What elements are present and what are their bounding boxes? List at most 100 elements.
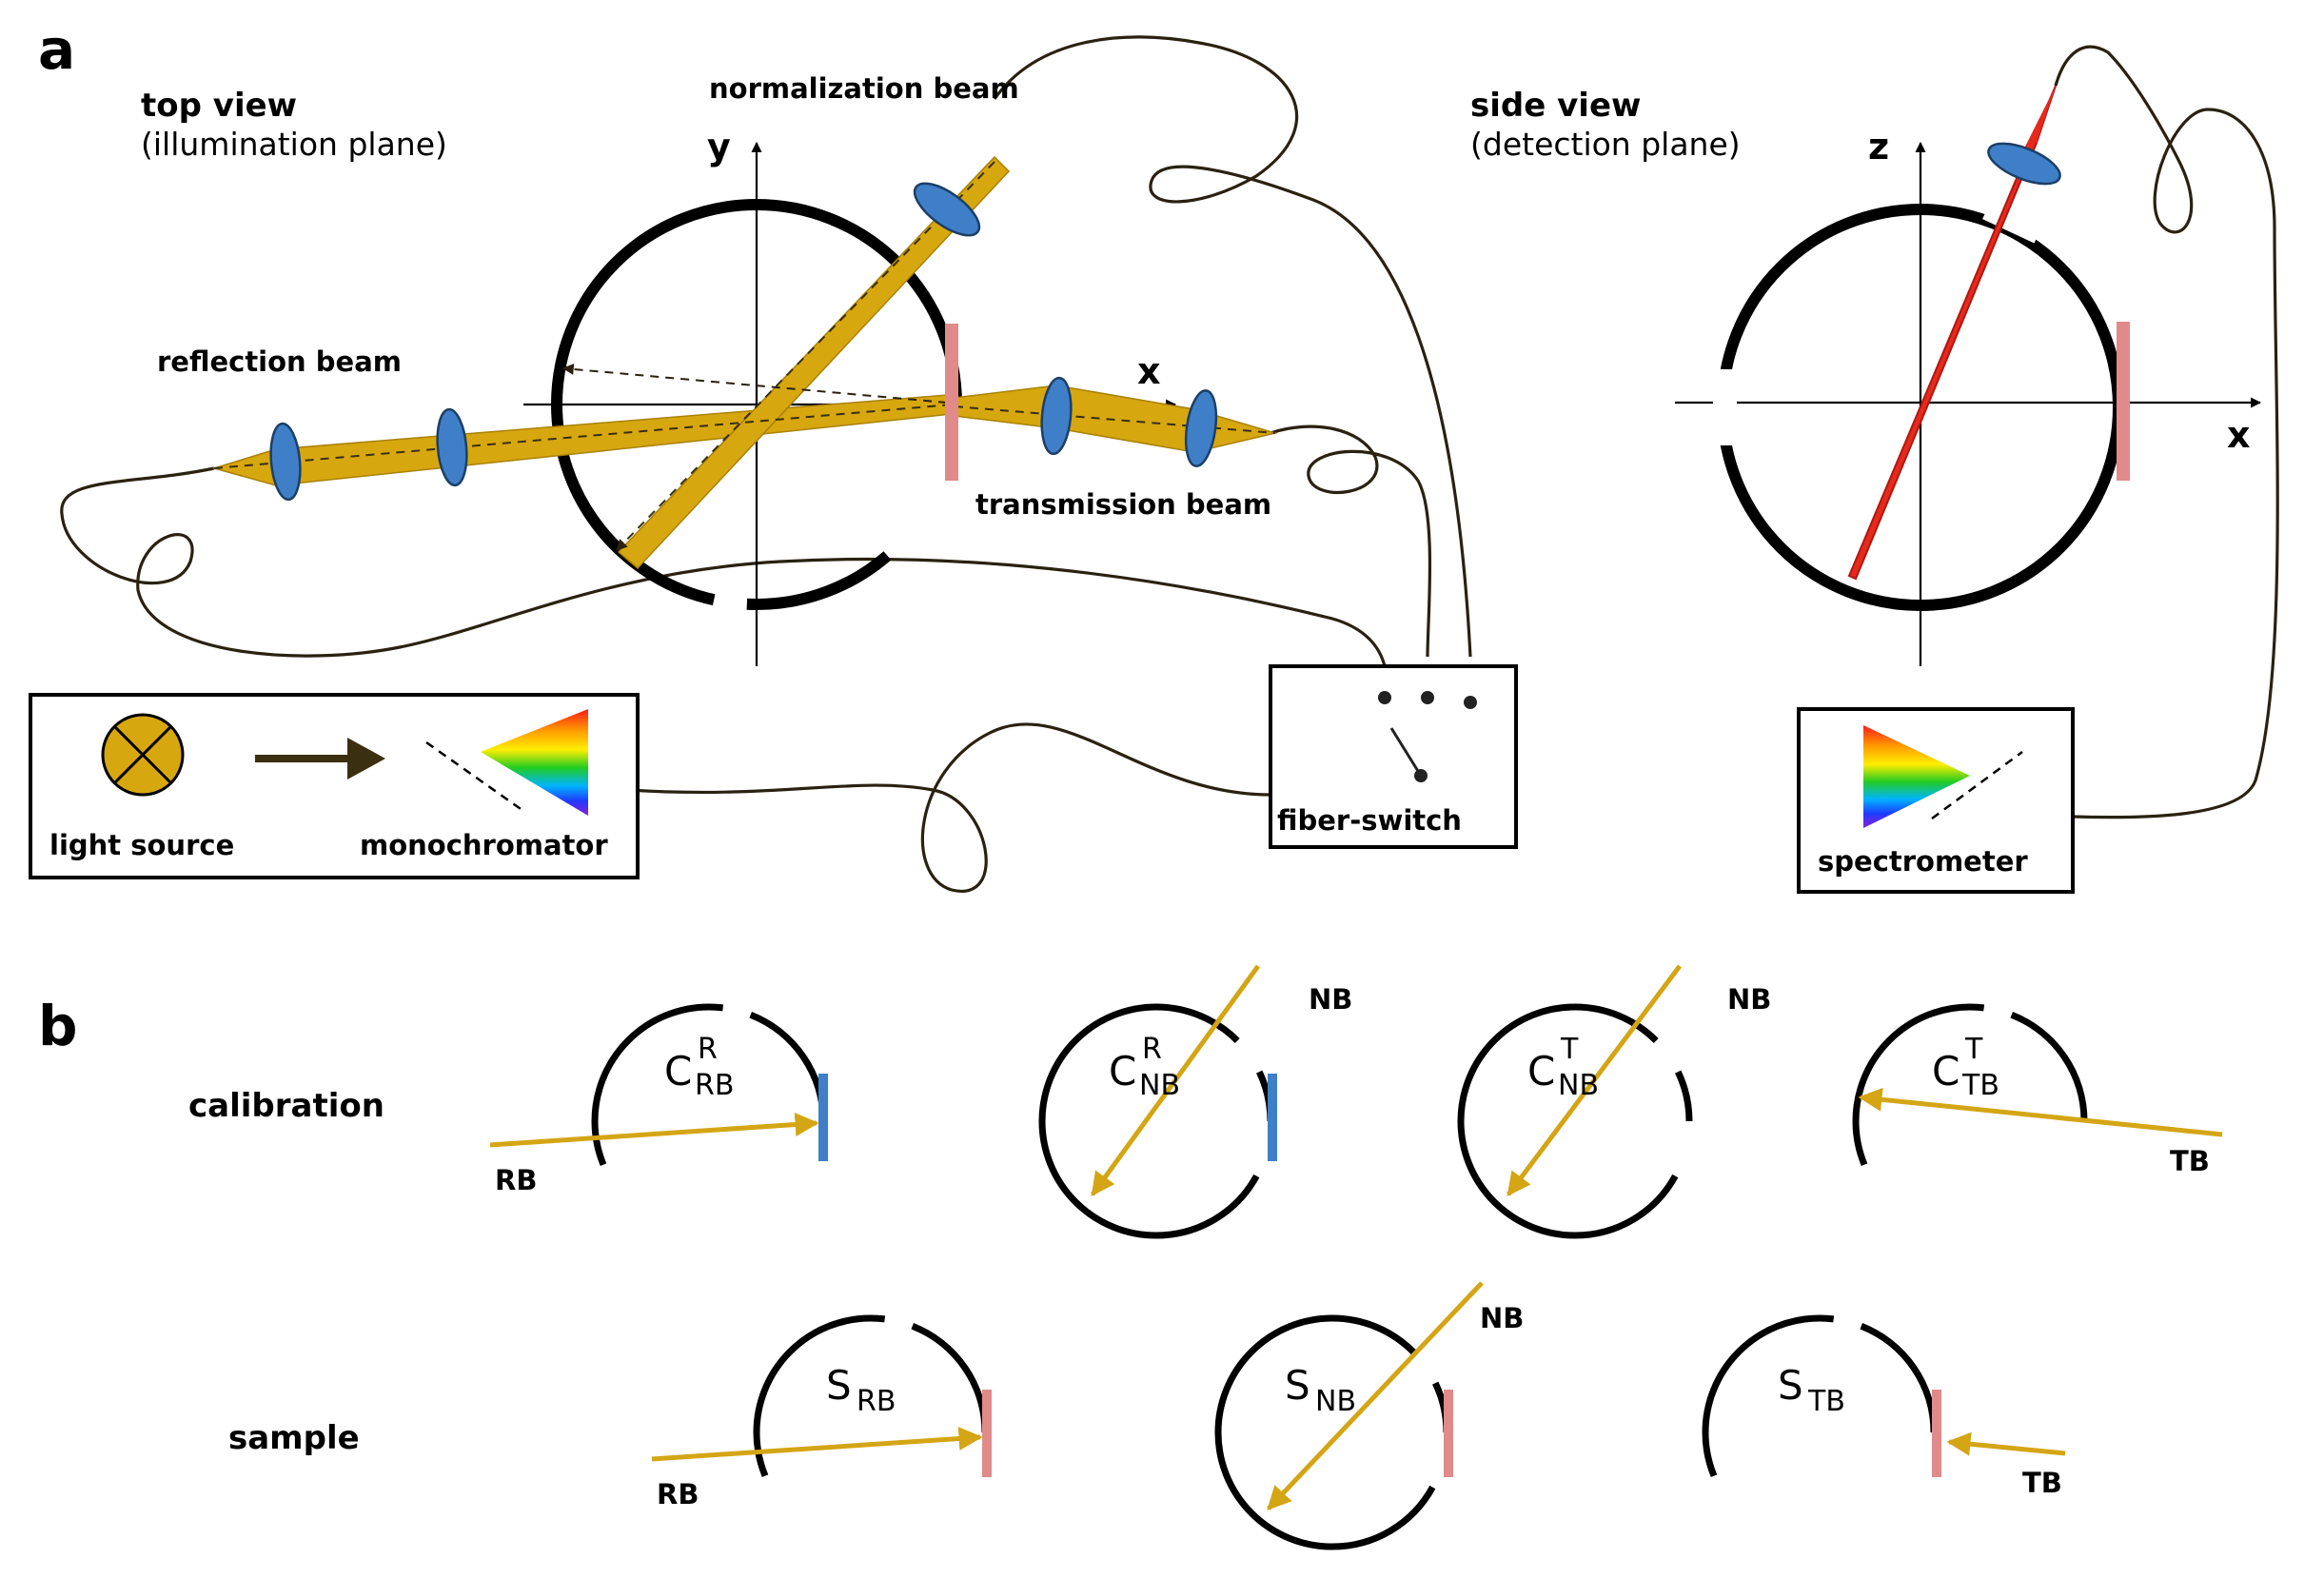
reflection-beam-axis (213, 404, 953, 469)
specular-reflection-axis (561, 363, 948, 404)
symbol-sub: NB (1315, 1385, 1356, 1418)
symbol-sup: R (1142, 1033, 1162, 1066)
source-fiber (627, 722, 1271, 893)
calibration-nb-t: C T NB NB (1457, 964, 1771, 1239)
reference-port (818, 1074, 828, 1161)
symbol-sub: NB (1558, 1069, 1599, 1102)
side-view: side view (detection plane) z x spectrom… (1470, 45, 2279, 894)
beam-label: TB (2022, 1467, 2062, 1499)
sample-port-side (2117, 322, 2130, 481)
y-axis-label: y (707, 126, 731, 168)
calibration-label: calibration (188, 1087, 384, 1125)
beam-label: NB (1480, 1302, 1524, 1334)
light-source-label: light source (49, 829, 234, 861)
normalization-fiber (993, 35, 1472, 658)
panel-b: b calibration sample C R RB RB C R NB NB (38, 964, 2223, 1550)
symbol-base: C (1527, 1048, 1555, 1095)
reflection-beam-label: reflection beam (157, 345, 402, 378)
calibration-rb: C R RB RB (489, 1003, 828, 1239)
sample-port-top (945, 324, 958, 481)
panel-b-letter: b (38, 994, 78, 1058)
symbol-base: S (826, 1362, 852, 1409)
lens-icon (269, 422, 302, 502)
side-view-subtitle: (detection plane) (1470, 126, 1741, 163)
spectrometer-label: spectrometer (1818, 845, 2028, 878)
sphere-icon (1702, 1314, 1938, 1550)
sphere-icon (1214, 1314, 1450, 1550)
sample-port (1932, 1390, 1941, 1477)
panel-a: a top view (illumination plane) y x (29, 17, 1518, 893)
beam-label: RB (657, 1478, 699, 1510)
arrow-icon (1507, 964, 1682, 1196)
monochromator-label: monochromator (360, 829, 608, 861)
symbol-base: C (1932, 1048, 1960, 1095)
normalization-beam (617, 155, 1011, 570)
fibers-top (60, 35, 1472, 893)
arrow-icon (489, 1113, 819, 1148)
lens-icon (436, 407, 468, 487)
sample-port (982, 1390, 992, 1477)
lens-icon (1184, 389, 1218, 467)
arrow-icon (1946, 1431, 2066, 1456)
beam-label: TB (2170, 1145, 2210, 1177)
arrow-icon (255, 738, 385, 780)
calibration-nb-r: C R NB NB (1038, 964, 1352, 1239)
reflection-fiber (60, 466, 1387, 667)
symbol-sup: R (698, 1033, 718, 1066)
lens-icon (1040, 376, 1073, 456)
spectrometer-prism-icon (1863, 725, 2023, 828)
lens-icon (1987, 142, 2061, 186)
detection-beam-tip (2018, 86, 2056, 162)
calibration-tb: C T TB TB (1852, 1003, 2223, 1239)
sample-port (1444, 1390, 1453, 1477)
symbol-sub: RB (695, 1069, 734, 1102)
switch-icon (1378, 691, 1477, 782)
arrow-icon (1858, 1087, 2223, 1137)
symbol-base: C (664, 1048, 692, 1095)
lens-icon (913, 182, 981, 237)
symbol-sup: T (1964, 1033, 1983, 1066)
sample-nb: S NB NB (1214, 1281, 1524, 1550)
arrow-icon (1090, 964, 1261, 1197)
fiber-switch-label: fiber-switch (1277, 804, 1462, 837)
top-view-title: top view (141, 87, 297, 125)
symbol-sub: TB (1807, 1385, 1845, 1418)
symbol-sub: RB (857, 1385, 896, 1418)
beam-label: RB (495, 1164, 537, 1196)
detection-beam (1847, 85, 2057, 581)
beam-label: NB (1727, 983, 1771, 1016)
symbol-base: S (1778, 1362, 1803, 1409)
transmission-fiber (1270, 424, 1432, 658)
sample-rb: S RB RB (651, 1314, 992, 1550)
symbol-base: S (1285, 1362, 1310, 1409)
arrow-icon (1267, 1281, 1484, 1510)
light-source-icon (101, 713, 185, 797)
side-port-gap (1713, 369, 1737, 445)
top-view-subtitle: (illumination plane) (141, 126, 447, 163)
transmission-beam-label: transmission beam (975, 488, 1271, 521)
symbol-sup: T (1560, 1033, 1579, 1066)
detector-port-gap (1982, 180, 2053, 244)
panel-a-letter: a (38, 17, 75, 82)
symbol-sub: TB (1961, 1069, 1999, 1102)
monochromator-prism-icon (425, 709, 588, 816)
z-axis-label: z (1868, 126, 1889, 168)
beam-label: NB (1309, 983, 1352, 1016)
side-view-title: side view (1470, 87, 1641, 125)
arrow-icon (651, 1427, 983, 1462)
reflection-beam (211, 394, 953, 486)
x-axis-label: x (1137, 350, 1161, 392)
symbol-sub: NB (1139, 1069, 1180, 1102)
sphere-icon (1457, 1003, 1693, 1239)
transmission-beam-axis (954, 405, 1276, 434)
symbol-base: C (1109, 1048, 1136, 1095)
detection-fiber (2054, 45, 2279, 819)
fiber-switch-box (1269, 664, 1518, 849)
reference-port (1268, 1074, 1277, 1161)
normalization-beam-label: normalization beam (709, 72, 1019, 105)
sphere-icon (753, 1314, 989, 1550)
sample-label: sample (228, 1419, 360, 1457)
sample-tb: S TB TB (1702, 1314, 2066, 1550)
spectrometer-box (1797, 707, 2075, 894)
